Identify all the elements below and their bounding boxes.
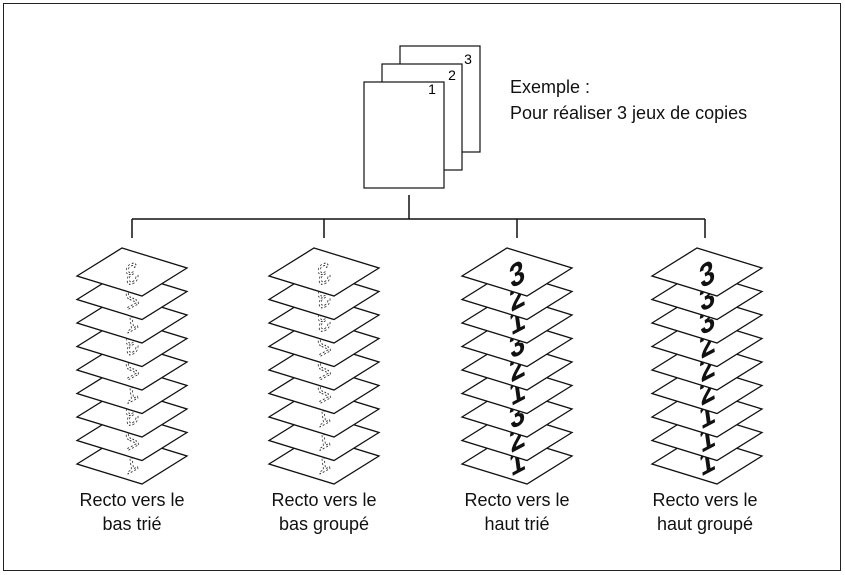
original-pages-stack: 3 2 1	[363, 45, 481, 189]
caption-line1: Recto vers le	[652, 490, 758, 510]
original-page-1	[363, 81, 445, 189]
original-page-number-2: 2	[448, 67, 456, 83]
caption-line2: bas trié	[102, 514, 162, 534]
sheet-outline	[75, 247, 189, 297]
sheet-1: 3	[267, 247, 381, 297]
sheet-outline	[460, 247, 574, 297]
connector-tree	[131, 195, 706, 238]
caption-line1: Recto vers le	[464, 490, 570, 510]
sheet-outline	[650, 247, 764, 297]
caption-line1: Recto vers le	[79, 490, 185, 510]
sheet-page-number: 3	[315, 255, 332, 292]
caption-line2: haut trié	[484, 514, 550, 534]
caption-line1: Recto vers le	[271, 490, 377, 510]
caption-face-up-grouped: Recto vers le haut groupé	[620, 488, 790, 536]
example-description: Pour réaliser 3 jeux de copies	[510, 103, 748, 123]
caption-face-down-sorted: Recto vers le bas trié	[47, 488, 217, 536]
original-page-number-1: 1	[428, 81, 436, 97]
caption-line2: bas groupé	[278, 514, 370, 534]
diagram-frame	[3, 3, 841, 571]
sheet-page-number: 3	[697, 252, 717, 296]
sheet-1: 3	[75, 247, 189, 297]
caption-face-up-sorted: Recto vers le haut trié	[432, 488, 602, 536]
sheet-page-number: 3	[507, 252, 527, 296]
sheet-page-number: 3	[123, 255, 140, 292]
original-page-number-3: 3	[464, 51, 472, 67]
sheet-1: 3	[650, 247, 764, 297]
example-note: Exemple : Pour réaliser 3 jeux de copies	[510, 74, 747, 126]
sheet-1: 3	[460, 247, 574, 297]
example-title: Exemple :	[510, 77, 591, 97]
caption-face-down-grouped: Recto vers le bas groupé	[239, 488, 409, 536]
caption-line2: haut groupé	[656, 514, 754, 534]
sheet-outline	[267, 247, 381, 297]
